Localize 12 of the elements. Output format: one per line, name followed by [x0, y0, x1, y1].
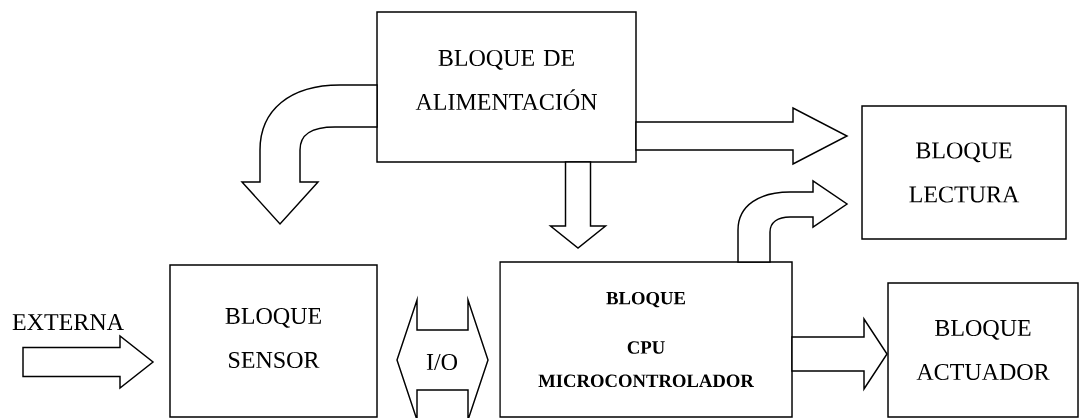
process-box: BLOQUE ACTUADOR [887, 282, 1079, 418]
process-box: BLOQUE LECTURA [861, 105, 1067, 240]
block-arrow [548, 161, 608, 249]
process-box: BLOQUE SENSOR [169, 264, 378, 418]
block-arrow [22, 334, 155, 390]
block-arrow [737, 180, 848, 263]
block-arrow [396, 295, 489, 418]
edge-label: EXTERNA [10, 312, 126, 332]
block-arrow [791, 316, 888, 392]
block-arrow [635, 106, 849, 166]
process-box: BLOQUE CPU MICROCONTROLADOR [499, 261, 793, 418]
block-arrow [241, 84, 378, 225]
